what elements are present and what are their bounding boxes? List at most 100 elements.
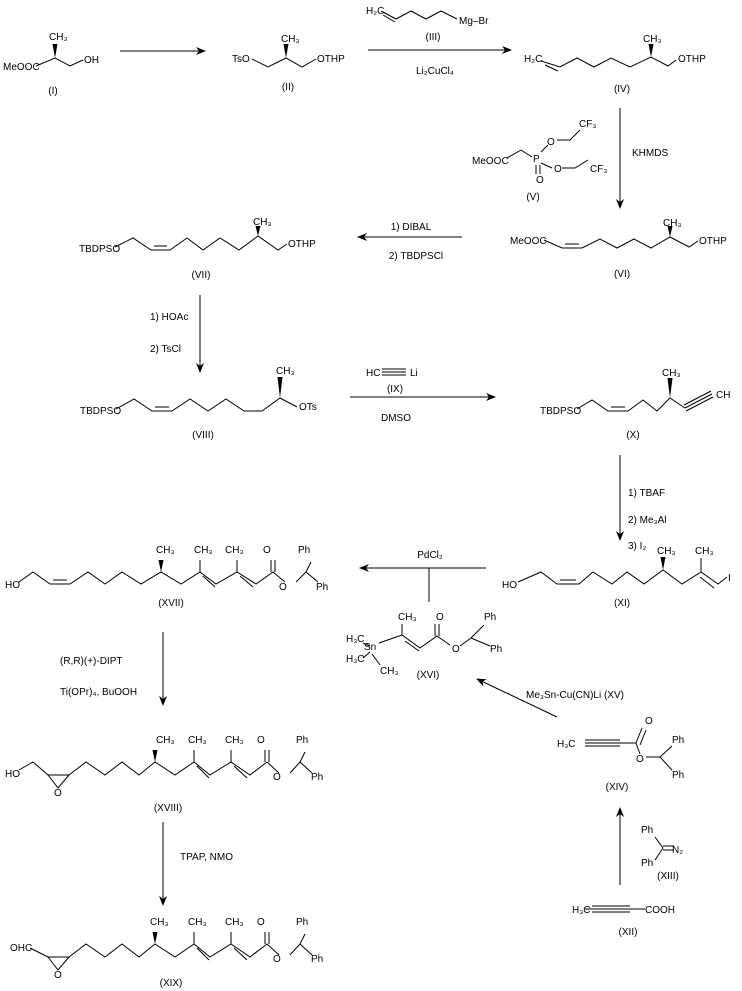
group-text: Ph (641, 858, 653, 869)
reaction-arrow (476, 678, 558, 718)
bond-line (289, 933, 306, 956)
compound-label: (XI) (614, 598, 630, 609)
group-text: TBDPSO (80, 406, 121, 417)
compound-label: (V) (526, 192, 539, 203)
group-text: H₃C (557, 739, 576, 750)
group-text: O (636, 754, 644, 765)
bond-line (18, 571, 286, 585)
group-text: CH₃ (194, 545, 213, 556)
bond-line (543, 236, 699, 249)
group-text: CH₃ (281, 34, 300, 45)
compound-IV: H₂C CH₃ OTHP (IV) (524, 34, 706, 95)
bond-line (540, 56, 677, 68)
group-text: P (533, 154, 540, 165)
bond-line (289, 751, 306, 774)
group-text: CH₃ (156, 545, 175, 556)
bond-line (18, 761, 280, 776)
group-text: O (54, 970, 62, 981)
reagent-text: Ti(OPr)₄, BuOOH (60, 687, 137, 698)
reagent-text: TPAP, NMO (180, 852, 233, 863)
bond-line (540, 162, 553, 169)
group-text: OTHP (317, 54, 345, 65)
stereo-wedge (277, 377, 283, 398)
group-text: N₂ (672, 845, 683, 856)
group-text: CH₃ (225, 917, 244, 928)
group-text: TsO (232, 54, 250, 65)
compound-XVIII: HO O CH₃ CH₃ CH₃ O O Ph Ph (XVIII) (5, 735, 323, 814)
group-text: CF₃ (579, 119, 596, 130)
bond-line (699, 576, 715, 589)
compound-label: (XIII) (657, 871, 679, 882)
group-text: CH₃ (398, 612, 417, 623)
bond-line (305, 571, 319, 583)
group-text: MeOOC (472, 156, 509, 167)
bond-line (239, 575, 254, 588)
group-text: CH (716, 390, 730, 401)
compound-XIV: H₃C O O Ph Ph (XIV) (557, 716, 684, 793)
reagent-text: 2) TsCl (150, 344, 181, 355)
group-text: Ph (311, 954, 323, 965)
group-text: CH₃ (225, 735, 244, 746)
group-text: H₂C (366, 6, 384, 17)
group-text: O (273, 772, 281, 783)
bond-line (380, 10, 458, 20)
stereo-wedge (158, 560, 164, 572)
group-text: TBDPSO (79, 244, 120, 255)
bond-line (544, 64, 559, 72)
bond-line (562, 159, 589, 169)
bond-line (362, 651, 371, 659)
bond-line (114, 235, 288, 251)
group-text: CH₃ (225, 545, 244, 556)
group-text: O (452, 644, 460, 655)
group-text: HO (5, 580, 20, 591)
bond-line (233, 947, 248, 961)
bond-line (35, 57, 84, 67)
bond-line (520, 149, 533, 158)
group-text: MeOOC (3, 62, 40, 73)
compound-label: (VIII) (192, 430, 214, 441)
reagent-text: 2) Me₃Al (628, 515, 667, 526)
group-text: I (728, 573, 731, 584)
compound-label: (VI) (614, 269, 630, 280)
group-text: HO (502, 580, 517, 591)
compound-label: (IV) (614, 84, 630, 95)
compound-XVI: H₃C Sn H₃C CH₃ CH₃ O O Ph Ph (XVI) (346, 612, 502, 681)
group-text: H₃C (346, 654, 365, 665)
bond-line (635, 727, 643, 744)
bond-line (685, 396, 714, 412)
reagent-text: 1) HOAc (150, 312, 188, 323)
group-text: Ph (672, 735, 684, 746)
group-text: Ph (296, 917, 308, 928)
compound-VI: MeOOC CH₃ OTHP (VI) (510, 218, 727, 280)
group-text: MeOOC (510, 236, 547, 247)
stereo-wedge (648, 44, 654, 57)
compound-label: (IX) (387, 384, 403, 395)
group-text: OTHP (678, 54, 706, 65)
group-text: COOH (645, 905, 675, 916)
group-text: Sn (364, 642, 376, 653)
reagent-text: DMSO (381, 413, 411, 424)
compound-label: (III) (426, 32, 441, 43)
group-text: CH₃ (663, 218, 682, 229)
reagent-text: 1) DIBAL (391, 222, 432, 233)
reagent-text: 2) TBDPSCl (389, 251, 443, 262)
stereo-wedge (667, 226, 673, 237)
bond-line (683, 390, 712, 406)
group-text: OHC (10, 943, 32, 954)
group-text: OH (84, 55, 99, 66)
stereo-wedge (52, 44, 58, 58)
compound-label: (XVII) (158, 598, 184, 609)
bond-line (459, 624, 485, 647)
arrow-layer (120, 46, 624, 906)
compound-label: (XVI) (417, 670, 440, 681)
compound-label: (I) (48, 86, 57, 97)
group-text: CH₃ (276, 366, 295, 377)
bond-layer (18, 10, 728, 971)
group-text: Ph (641, 825, 653, 836)
bond-line (371, 653, 381, 666)
group-text: Ph (296, 735, 308, 746)
bond-line (639, 729, 647, 746)
group-text: CH₃ (150, 917, 169, 928)
stereo-wedge (152, 932, 158, 944)
